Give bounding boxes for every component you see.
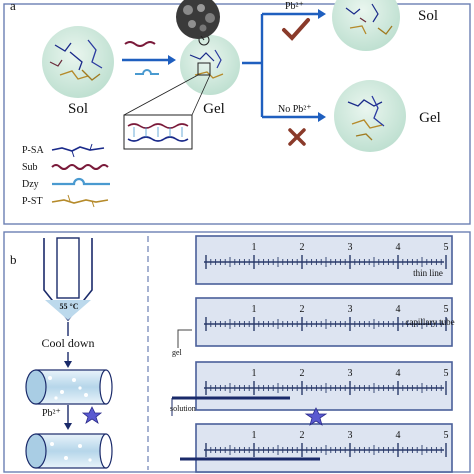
result-sol-sphere [332, 0, 400, 51]
solution-label: solution [170, 404, 196, 413]
ruler-2: 1 2 3 4 5 [195, 297, 453, 347]
no-pb-condition-label: No Pb²⁺ [278, 104, 312, 115]
cross-icon [288, 128, 306, 146]
pb-label: Pb²⁺ [42, 408, 61, 419]
result-gel-label: Gel [419, 110, 441, 126]
ruler-number: 4 [396, 304, 401, 315]
duplex-zoom-box [123, 74, 211, 150]
ruler-1: 1 2 3 4 5 [195, 235, 453, 285]
ruler-number: 3 [348, 242, 353, 253]
check-icon [282, 18, 310, 41]
ruler-number: 3 [348, 368, 353, 379]
capillary-gel-2 [25, 433, 113, 469]
ruler-number: 2 [300, 242, 305, 253]
panel-b-label: b [10, 252, 17, 267]
pb-condition-label: Pb²⁺ [285, 1, 304, 12]
gel-sphere [180, 34, 240, 95]
test-tube [43, 237, 93, 322]
panel-a-label: a [10, 0, 16, 13]
capillary-gel-1 [25, 369, 113, 405]
branch-arrows [242, 9, 326, 122]
cool-down-label: Cool down [41, 336, 94, 350]
ruler-number: 1 [252, 242, 257, 253]
ruler-number: 1 [252, 304, 257, 315]
ruler-number: 2 [300, 430, 305, 441]
legend-psa-label: P-SA [22, 145, 44, 156]
mix-arrows [122, 41, 176, 75]
legend-dzy-label: Dzy [22, 179, 39, 190]
star-icon [81, 406, 103, 424]
temperature-label: 55 °C [60, 302, 79, 311]
result-sol-label: Sol [418, 8, 438, 24]
rulers: 1 2 3 4 5 1 2 3 4 5 1 2 3 4 5 1 2 3 4 5 [195, 235, 453, 473]
ruler-number: 5 [444, 430, 449, 441]
ruler-number: 5 [444, 368, 449, 379]
ruler-number: 2 [300, 304, 305, 315]
ruler-number: 5 [444, 304, 449, 315]
ruler-number: 3 [348, 304, 353, 315]
legend: P-SA Sub Dzy P-ST [22, 143, 110, 208]
ruler-number: 1 [252, 368, 257, 379]
micrograph-inset [176, 0, 220, 41]
sol-label: Sol [68, 101, 88, 117]
ruler-number: 5 [444, 242, 449, 253]
thin-line-label: thin line [413, 268, 443, 278]
arrow-head-2 [64, 361, 72, 368]
ruler-number: 4 [396, 430, 401, 441]
gel-label: Gel [203, 101, 225, 117]
ruler-number: 3 [348, 430, 353, 441]
gel-pointer [177, 329, 192, 348]
ruler-number: 2 [300, 368, 305, 379]
ruler-number: 1 [252, 430, 257, 441]
arrow-head-3 [64, 423, 72, 430]
legend-pst-label: P-ST [22, 196, 43, 207]
capillary-tube-label: capillary tube [405, 317, 454, 327]
sol-sphere [42, 26, 114, 98]
ruler-number: 4 [396, 368, 401, 379]
ruler-3: 1 2 3 4 5 [195, 361, 453, 411]
star-icon-ruler [304, 407, 328, 426]
result-gel-sphere [334, 80, 406, 152]
gel-pointer-label: gel [172, 348, 183, 357]
panel-a-frame [3, 3, 471, 225]
legend-sub-label: Sub [22, 162, 38, 173]
ruler-4: 1 2 3 4 5 [195, 423, 453, 473]
ruler-number: 4 [396, 242, 401, 253]
